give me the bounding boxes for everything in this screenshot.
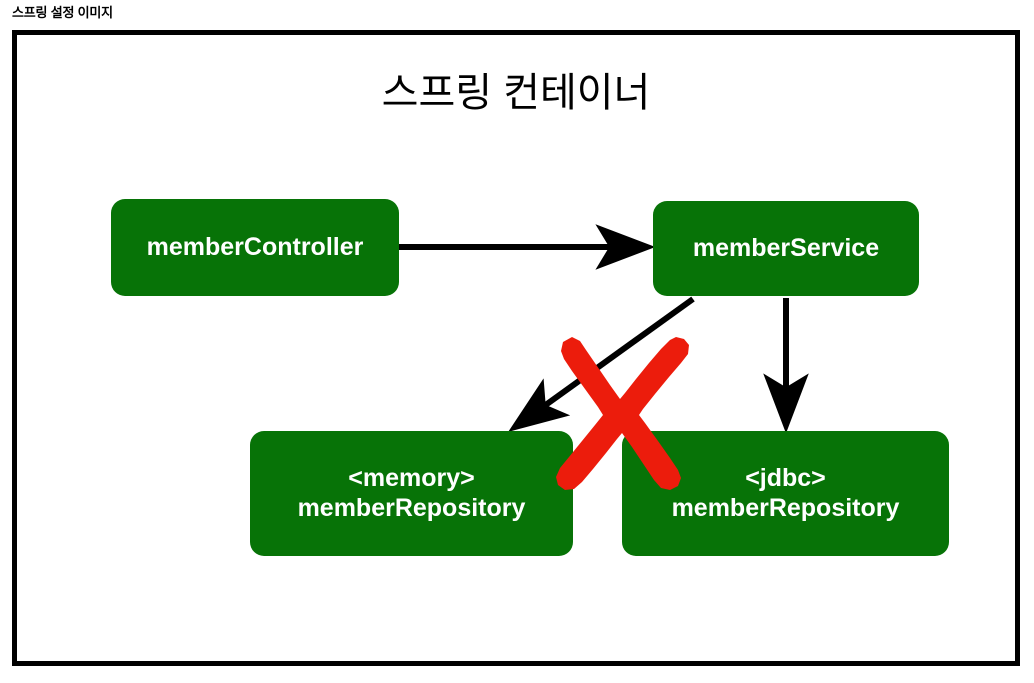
image-caption: 스프링 설정 이미지 (12, 5, 113, 20)
bean-member-service[interactable]: memberService (653, 201, 919, 296)
bean-member-controller[interactable]: memberController (111, 199, 399, 296)
spring-container-title: 스프링 컨테이너 (381, 71, 651, 115)
bean-jdbc-member-repository-label: <jdbc> memberRepository (671, 464, 900, 522)
spring-container-frame: 스프링 컨테이너 memberController memberService … (12, 30, 1020, 666)
bean-memory-member-repository[interactable]: <memory> memberRepository (250, 431, 573, 556)
bean-memory-member-repository-label: <memory> memberRepository (297, 464, 526, 522)
edge-service-to-memory-repository (508, 296, 695, 432)
arrows-layer (399, 224, 809, 434)
bean-member-controller-label: memberController (146, 232, 364, 261)
bean-jdbc-member-repository[interactable]: <jdbc> memberRepository (622, 431, 949, 556)
x-mark-layer (556, 337, 689, 490)
bean-member-service-label: memberService (692, 233, 880, 262)
